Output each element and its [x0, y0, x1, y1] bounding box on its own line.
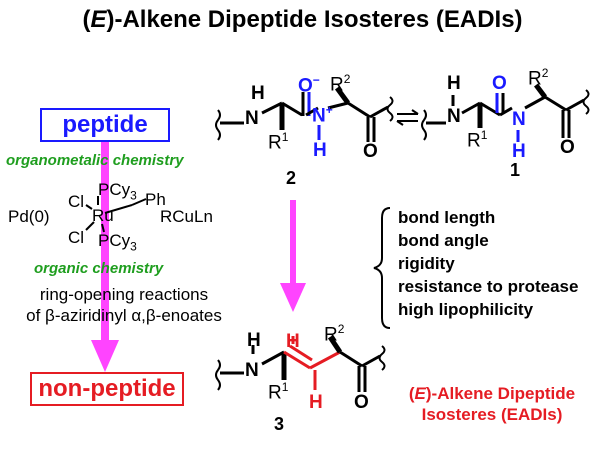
c3-r2: R2 — [324, 322, 345, 346]
c1-r2: R2 — [528, 66, 549, 90]
c2-r1: R1 — [268, 130, 289, 154]
c3-r1: R1 — [268, 380, 289, 404]
c3-h-alkene-bottom: H — [309, 392, 323, 413]
c3-o-carbonyl: O — [354, 392, 369, 413]
peptide-to-nonpeptide-arrow — [91, 140, 119, 372]
properties-brace — [373, 207, 391, 329]
compound-3-structure — [215, 335, 386, 392]
c2-o-minus: O− — [298, 73, 320, 97]
property-bond-angle: bond angle — [398, 231, 489, 250]
c1-r1: R1 — [467, 128, 488, 152]
c2-n-left: N — [245, 108, 259, 129]
ru-pcy3-bottom: PCy3 — [98, 231, 137, 254]
ru-phenyl: Ph — [145, 190, 166, 209]
compound-3-number: 3 — [274, 414, 285, 434]
compound-2-number: 2 — [286, 168, 297, 188]
pd0-reagent: Pd(0) — [8, 207, 50, 226]
peptide-box: peptide — [40, 108, 170, 142]
eadi-label-line-2: Isosteres (EADIs) — [421, 405, 563, 424]
nonpeptide-box: non-peptide — [30, 372, 184, 406]
ru-pcy3-top: PCy3 — [98, 180, 137, 203]
rculn-reagent: RCuLn — [160, 207, 213, 226]
ring-opening-line-1: ring-opening reactions — [39, 285, 209, 304]
c1-n-amide: N — [512, 109, 526, 130]
c1-h-top: H — [447, 73, 461, 94]
c2-n-plus: N+ — [312, 103, 333, 127]
c3-n: N — [245, 360, 259, 381]
ru-chloride-top: Cl — [68, 192, 85, 211]
c1-o-carbonyl: O — [560, 137, 575, 158]
organometalic-chemistry-label: organometalic chemistry — [6, 152, 184, 169]
compound-1-number: 1 — [510, 160, 521, 180]
compound-2-structure — [215, 86, 394, 142]
c3-h-top: H — [247, 330, 261, 351]
compound-1-structure — [421, 83, 590, 142]
c1-h-amide: H — [512, 141, 526, 162]
property-bond-length: bond length — [398, 208, 496, 227]
property-protease-resistance: resistance to protease — [398, 277, 579, 296]
compound2-to-compound3-arrow — [280, 200, 306, 312]
c2-o-carbonyl: O — [363, 141, 378, 162]
c2-h-top: H — [251, 83, 265, 104]
grubbs-catalyst-bonds — [85, 196, 147, 233]
c2-r2: R2 — [330, 72, 351, 96]
c3-h-alkene-top: H — [286, 331, 300, 352]
c1-o-amide: O — [492, 73, 507, 94]
ru-chloride-bottom: Cl — [68, 228, 85, 247]
equilibrium-arrows — [396, 109, 419, 126]
eadi-label-line-1: (E)-Alkene Dipeptide — [408, 384, 576, 403]
organic-chemistry-label: organic chemistry — [34, 260, 164, 277]
property-lipophilicity: high lipophilicity — [398, 300, 534, 319]
ru-atom: Ru — [92, 206, 114, 225]
c2-h-bottom: H — [313, 140, 327, 161]
c1-n-left: N — [447, 106, 461, 127]
page-title: (E)-Alkene Dipeptide Isosteres (EADIs) — [82, 6, 523, 33]
ring-opening-line-2: of β-aziridinyl α,β-enoates — [26, 306, 222, 325]
property-rigidity: rigidity — [398, 254, 455, 273]
